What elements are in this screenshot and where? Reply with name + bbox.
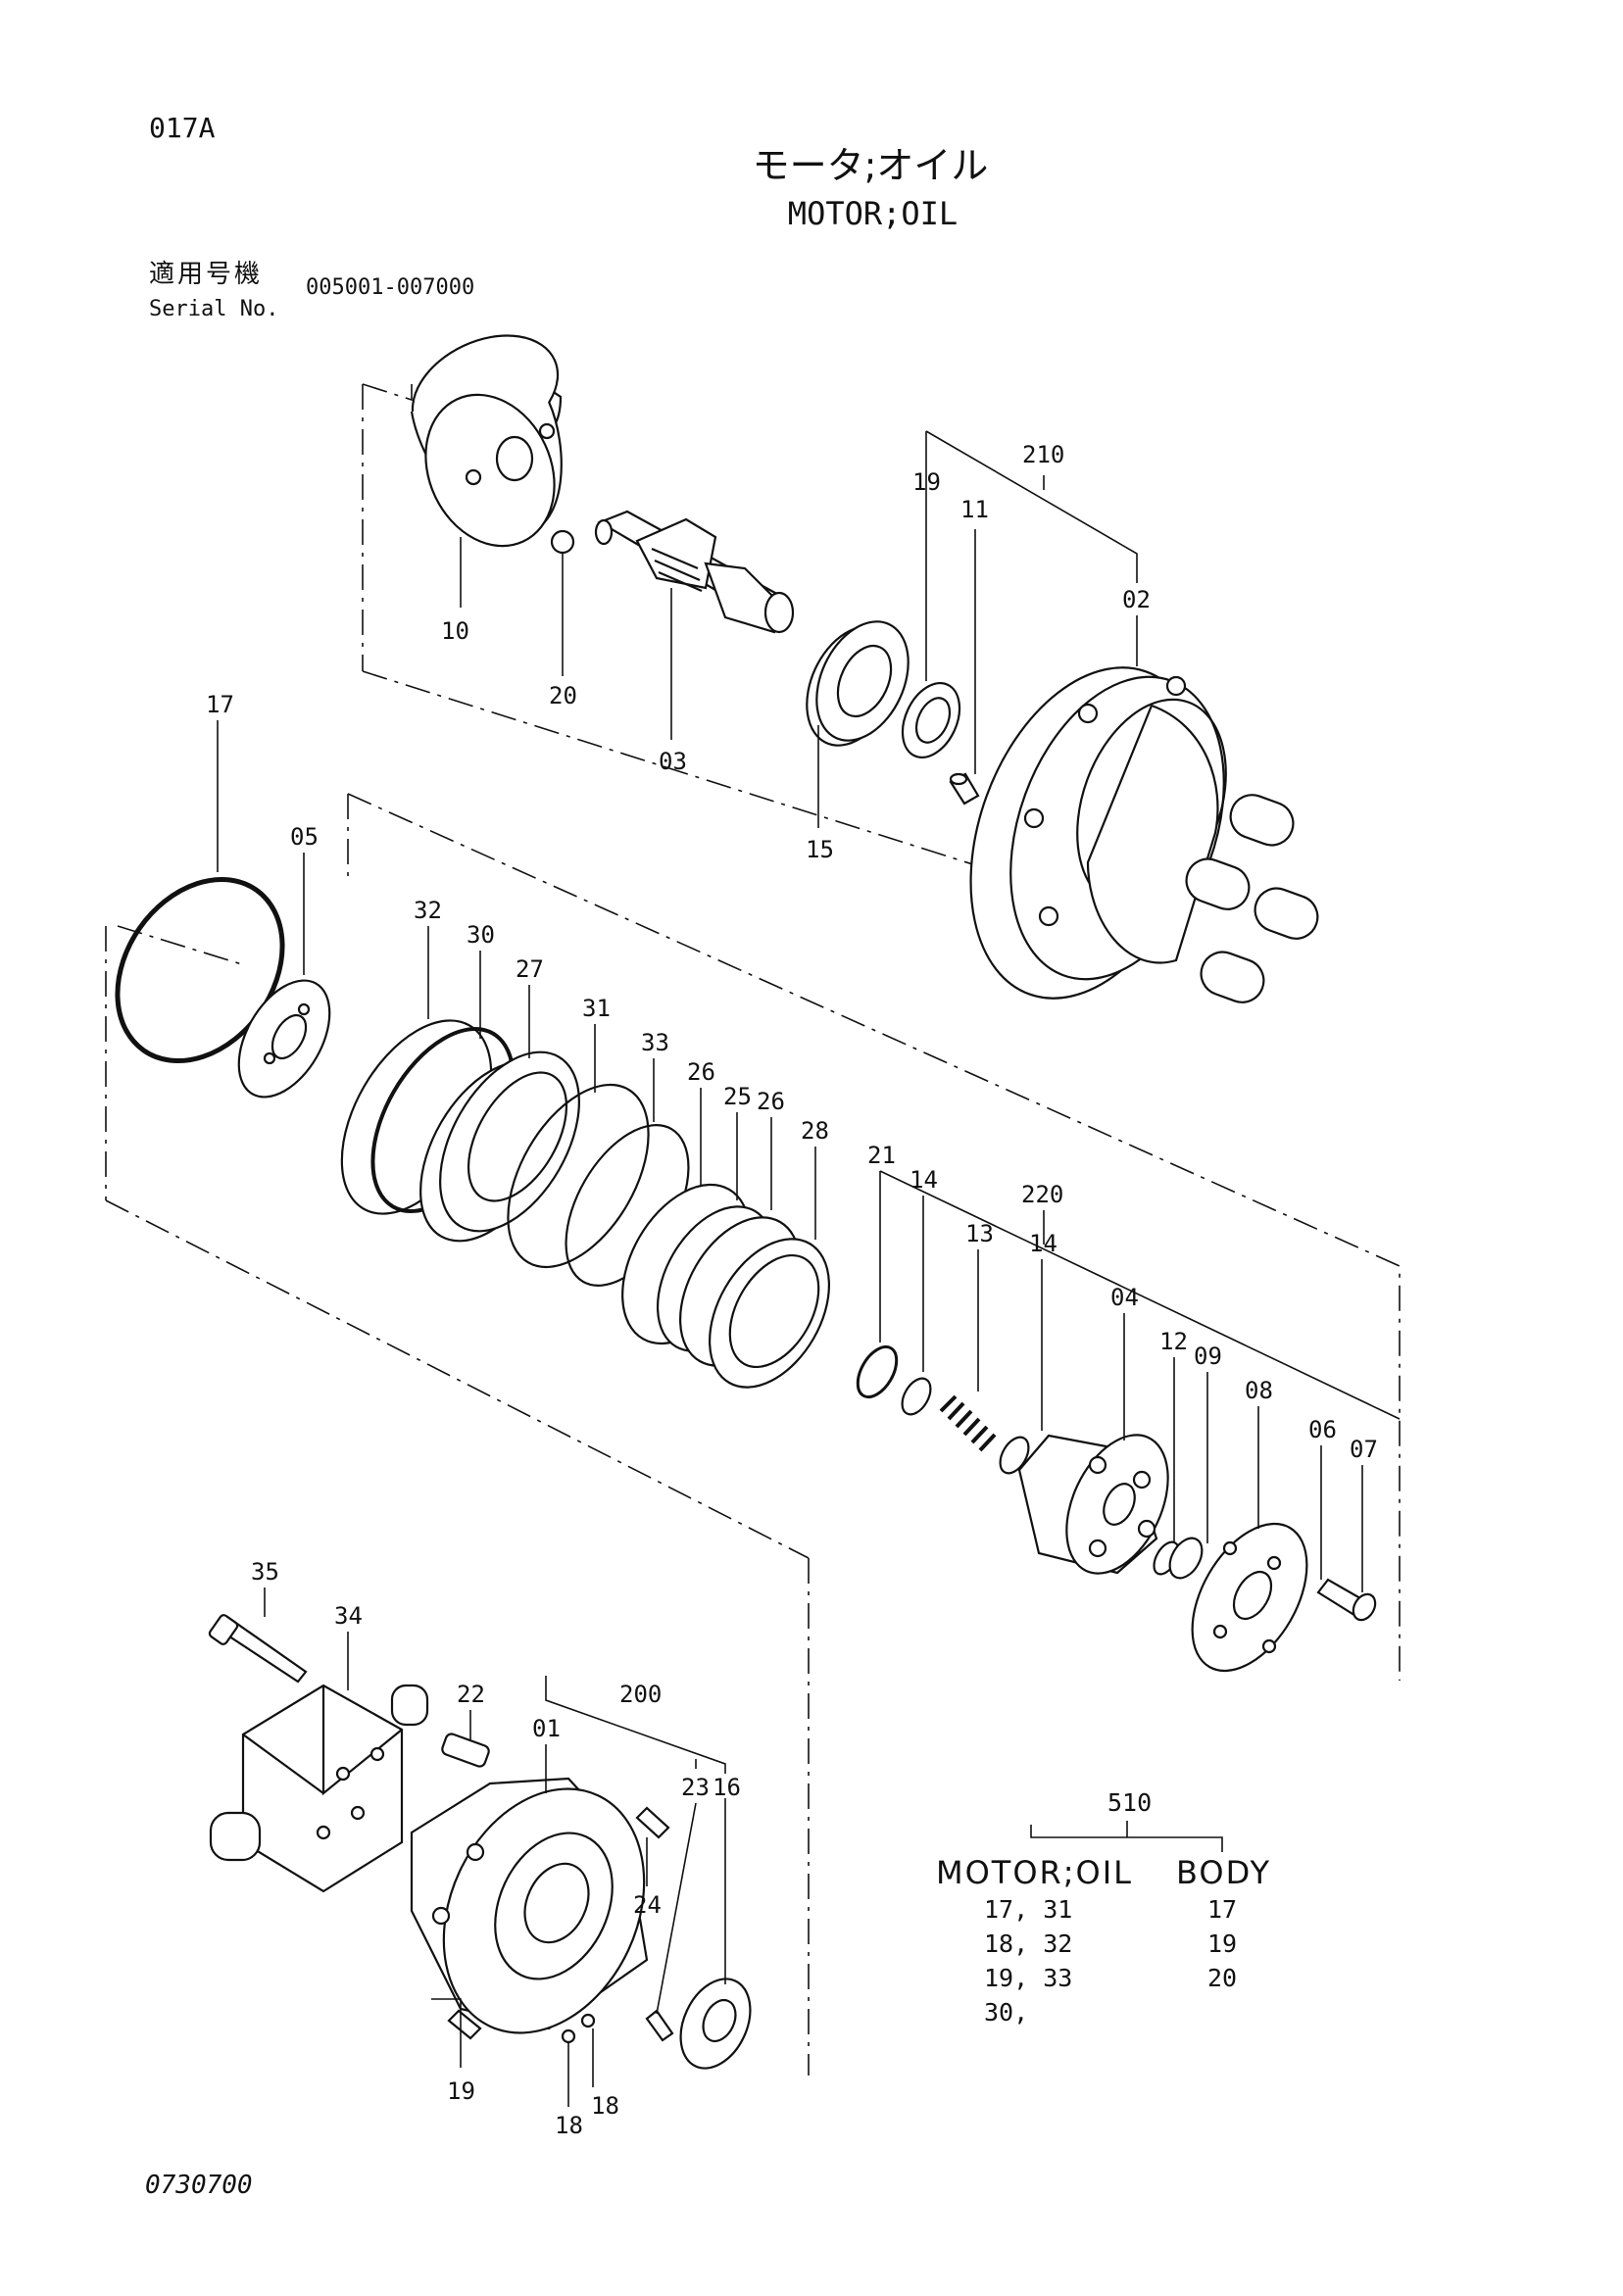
callout-33: 33 — [641, 1029, 669, 1056]
callout-14-a: 14 — [910, 1166, 938, 1194]
callout-28: 28 — [801, 1117, 829, 1145]
callout-200: 200 — [619, 1681, 662, 1708]
callout-17: 17 — [206, 691, 234, 718]
callout-25: 25 — [723, 1083, 752, 1110]
callout-31: 31 — [582, 995, 611, 1022]
part-15-bearing — [806, 620, 910, 747]
part-14-washer-b — [999, 1436, 1030, 1475]
callout-labels: 10 20 03 15 19 11 210 02 17 05 32 30 27 … — [206, 441, 1378, 2139]
callout-22: 22 — [457, 1681, 485, 1708]
callout-18-b: 18 — [591, 2092, 619, 2120]
kit-col1-row: 30, — [984, 1998, 1028, 2027]
part-01-valve-cover — [410, 1777, 649, 2034]
callout-01: 01 — [532, 1715, 561, 1742]
callout-35: 35 — [251, 1558, 279, 1586]
callout-26-b: 26 — [757, 1088, 785, 1115]
part-21-snap-ring — [856, 1344, 899, 1399]
part-18-o-ring — [561, 2028, 576, 2044]
callout-16: 16 — [713, 1774, 741, 1801]
callout-04: 04 — [1110, 1284, 1139, 1311]
part-05-plate — [237, 979, 331, 1099]
callout-11: 11 — [960, 496, 989, 523]
kit-col2-row: 20 — [1207, 1964, 1237, 1992]
part-11-plug — [949, 772, 980, 806]
part-22-plug — [441, 1733, 490, 1768]
kit-col1-row: 17, 31 — [984, 1895, 1072, 1924]
kit-col1-header: MOTOR;OIL — [936, 1854, 1133, 1891]
callout-24: 24 — [633, 1891, 662, 1919]
part-19-seal — [901, 682, 961, 758]
title-japanese: モータ;オイル — [752, 144, 989, 187]
part-18-o-ring-b — [580, 2013, 596, 2028]
callout-21: 21 — [867, 1142, 896, 1169]
part-02-housing — [969, 666, 1319, 1003]
kit-col2-header: BODY — [1176, 1854, 1271, 1891]
callout-08: 08 — [1245, 1377, 1273, 1404]
kit-table: 510 MOTOR;OIL BODY 17, 31 18, 32 19, 33 … — [936, 1788, 1271, 2027]
part-20-ball — [550, 529, 575, 555]
callout-19-bottom: 19 — [447, 2077, 475, 2105]
page-code: 017A — [149, 112, 216, 144]
part-28-ring — [708, 1238, 831, 1389]
callout-30: 30 — [467, 921, 495, 949]
kit-col1-row: 19, 33 — [984, 1964, 1072, 1992]
part-27-piston — [419, 1050, 580, 1243]
document-number: 0730700 — [145, 2171, 253, 2200]
callout-02: 02 — [1122, 586, 1151, 613]
part-16-bearing — [679, 1978, 752, 2070]
part-31-ring — [507, 1083, 650, 1269]
callout-20: 20 — [549, 682, 577, 709]
leader-lines — [217, 430, 1401, 2107]
serial-label-english: Serial No. — [149, 297, 279, 321]
kit-col2-row: 19 — [1207, 1930, 1237, 1958]
callout-19-top: 19 — [912, 468, 941, 496]
callout-12: 12 — [1159, 1328, 1188, 1355]
part-08-plate — [1191, 1522, 1308, 1673]
callout-34: 34 — [334, 1602, 363, 1630]
callout-27: 27 — [516, 955, 544, 983]
part-04-cylinder-block — [1017, 1434, 1169, 1575]
callout-07: 07 — [1350, 1436, 1378, 1463]
callout-14-b: 14 — [1029, 1230, 1057, 1257]
part-34-valve-block — [209, 1684, 429, 1893]
callout-03: 03 — [659, 748, 687, 775]
callout-09: 09 — [1194, 1343, 1222, 1370]
part-03-shaft — [594, 510, 795, 634]
part-09-ball — [1168, 1537, 1204, 1580]
serial-range: 005001-007000 — [306, 275, 475, 300]
callout-23: 23 — [681, 1774, 710, 1801]
part-14-washer — [901, 1377, 932, 1416]
part-07-collar — [1352, 1592, 1377, 1622]
serial-label-japanese: 適用号機 — [149, 260, 264, 289]
kit-col1-row: 18, 32 — [984, 1930, 1072, 1958]
callout-06: 06 — [1308, 1416, 1337, 1443]
callout-05: 05 — [290, 823, 319, 851]
part-19-screw — [447, 2009, 482, 2040]
title-english: MOTOR;OIL — [787, 195, 959, 232]
callout-15: 15 — [806, 836, 834, 863]
callout-13: 13 — [965, 1220, 994, 1247]
callout-210: 210 — [1022, 441, 1064, 468]
part-10-drum — [410, 334, 563, 548]
callout-220: 220 — [1021, 1181, 1063, 1208]
part-24-pin — [635, 1806, 670, 1839]
part-35-bolt — [208, 1614, 308, 1684]
callout-26-a: 26 — [687, 1058, 715, 1086]
kit-col2-row: 17 — [1207, 1895, 1237, 1924]
kit-number: 510 — [1107, 1788, 1152, 1817]
callout-10: 10 — [441, 617, 469, 645]
part-13-spring — [939, 1394, 997, 1452]
callout-32: 32 — [414, 897, 442, 924]
part-23-pin — [645, 2009, 674, 2042]
callout-18-a: 18 — [555, 2112, 583, 2139]
